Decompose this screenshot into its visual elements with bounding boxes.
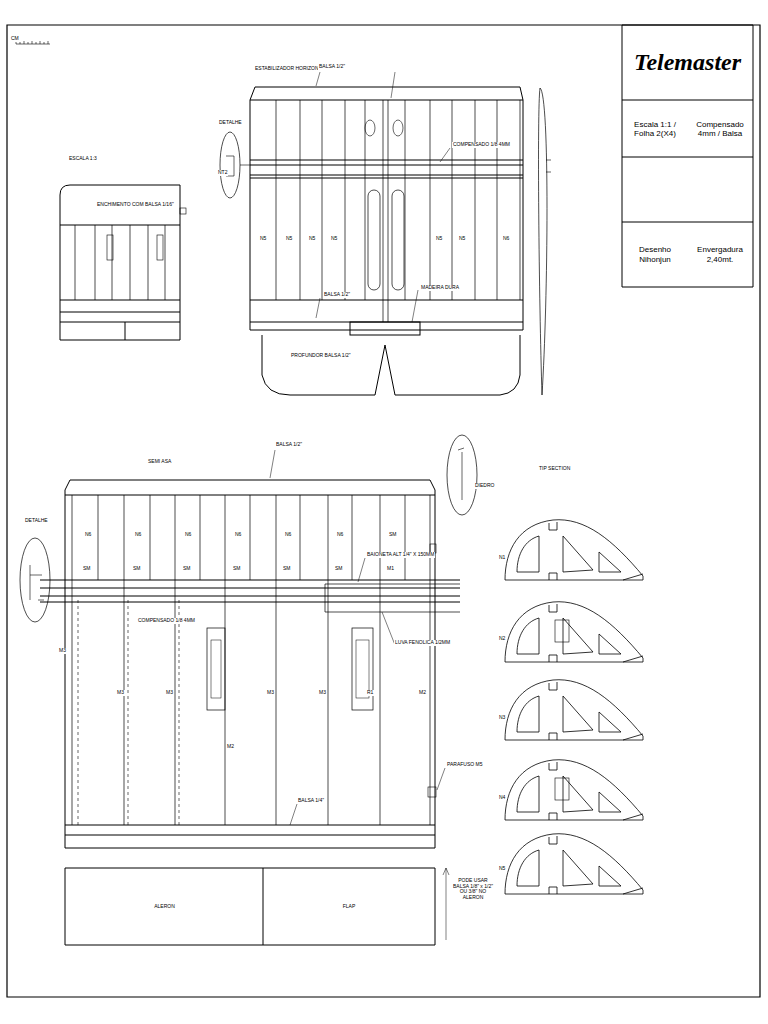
callout-number: N6 [336, 532, 344, 538]
callout-number: M3 [318, 690, 327, 696]
title-block-cell: Compensado 4mm / Balsa [687, 100, 753, 158]
title-block-cell: Envergadura 2,40mt. [687, 222, 753, 287]
callout-number: SM [82, 566, 92, 572]
title-block-text: Envergadura 2,40mt. [691, 245, 749, 263]
part-note: DETALHE [24, 518, 49, 524]
callout-number: N6 [134, 532, 142, 538]
callout-number: CM [10, 36, 20, 42]
part-note: BALSA 1/2" [323, 292, 351, 298]
title-block-text: Escala 1:1 / Folha 2(X4) [626, 120, 684, 138]
part-note: TIP SECTION [538, 466, 571, 472]
callout-number: N5 [308, 236, 316, 242]
title-block-cell: Desenho Nihonjun [622, 222, 688, 287]
part-name: FLAP [343, 904, 356, 910]
callout-number: SM [232, 566, 242, 572]
callout-number: N6 [502, 236, 510, 242]
callout-number: NT2 [217, 170, 228, 176]
part-note: ENCHIMENTO COM BALSA 1/16" [96, 202, 175, 208]
callout-number: M3 [165, 690, 174, 696]
callout-number: M3 [266, 690, 275, 696]
callout-number: N1 [498, 555, 506, 561]
callout-number: M3 [116, 690, 125, 696]
callout-number: M1 [386, 566, 395, 572]
part-note: BAIONETA ALT 1/4" X 150MM [366, 552, 435, 558]
callout-number: N2 [498, 636, 506, 642]
control-surface: ALERON [65, 868, 264, 945]
callout-number: M3 [58, 648, 67, 654]
part-note: PROFUNDOR BALSA 1/2" [290, 353, 352, 359]
callout-number: SM [182, 566, 192, 572]
callout-number: N5 [498, 866, 506, 872]
callout-number: N5 [458, 236, 466, 242]
title-block-cell: Escala 1:1 / Folha 2(X4) [622, 100, 688, 158]
part-note: MADEIRA DURA [420, 285, 460, 291]
title-cell: Telemaster [622, 25, 753, 100]
callout-number: M2 [226, 744, 235, 750]
part-name: ALERON [154, 904, 175, 910]
part-note: BALSA 1/4" [297, 798, 325, 804]
callout-number: SM [132, 566, 142, 572]
callout-number: N6 [84, 532, 92, 538]
part-note: PODE USAR BALSA 1/8" x 1/2" OU 3/8" NO A… [451, 878, 495, 900]
part-note: ESCALA 1:3 [68, 156, 98, 162]
part-note: DETALHE [218, 120, 243, 126]
callout-number: N4 [498, 795, 506, 801]
callout-number: SM [388, 532, 398, 538]
callout-number: R1 [366, 690, 374, 696]
callout-number: N5 [435, 236, 443, 242]
callout-number: N3 [498, 715, 506, 721]
part-note: SEMI ASA [147, 459, 172, 465]
callout-number: N5 [285, 236, 293, 242]
callout-number: SM [282, 566, 292, 572]
title-block-text: Desenho Nihonjun [626, 245, 684, 263]
callout-number: N5 [330, 236, 338, 242]
callout-number: N5 [259, 236, 267, 242]
part-note: DIEDRO [474, 483, 495, 489]
part-note: BALSA 1/2" [318, 64, 346, 70]
callout-number: N6 [234, 532, 242, 538]
part-note: PARAFUSO M5 [446, 762, 483, 768]
part-note: LUVA FENOLICA 1/2MM [394, 640, 451, 646]
part-note: COMPENSADO 1/8 4MM [137, 618, 196, 624]
part-note: COMPENSADO 1/8 4MM [452, 142, 511, 148]
callout-number: N6 [184, 532, 192, 538]
callout-number: M2 [418, 690, 427, 696]
part-note: BALSA 1/2" [275, 442, 303, 448]
title-block-text: Compensado 4mm / Balsa [691, 120, 749, 138]
callout-number: N6 [284, 532, 292, 538]
drawing-title: Telemaster [634, 49, 741, 76]
control-surface: FLAP [263, 868, 435, 945]
callout-number: SM [334, 566, 344, 572]
